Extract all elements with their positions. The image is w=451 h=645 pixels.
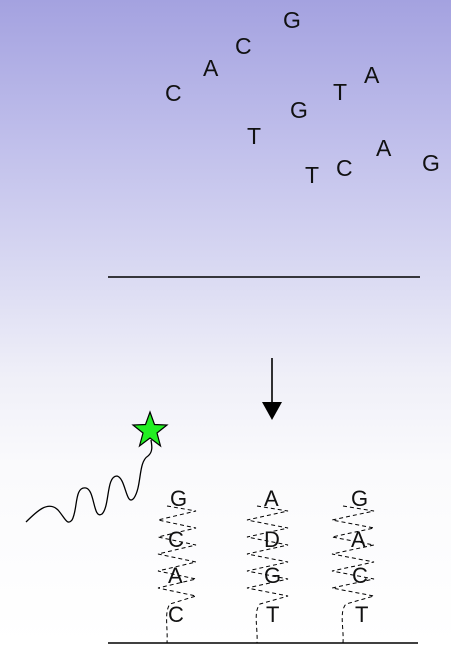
free-base: C	[165, 80, 182, 106]
strand-base: A	[351, 527, 366, 552]
free-base: T	[305, 162, 319, 188]
free-base: C	[336, 155, 353, 181]
strand-base: G	[170, 486, 187, 511]
strand-base: C	[168, 527, 184, 552]
free-base: T	[333, 79, 347, 105]
strand-base: A	[264, 486, 279, 511]
arrow-down-icon	[262, 358, 282, 420]
light-wave	[25, 439, 153, 523]
free-base: C	[235, 33, 252, 59]
free-base: G	[283, 7, 301, 33]
strand-base: A	[168, 563, 183, 588]
free-base: A	[364, 62, 380, 88]
strand-column-2: A D G T	[246, 486, 289, 644]
strand-base: G	[351, 486, 368, 511]
free-base: G	[290, 97, 308, 123]
strand-column-1: G C A C	[157, 486, 198, 644]
free-base: A	[203, 55, 219, 81]
strand-base: D	[264, 527, 280, 552]
free-base: G	[422, 150, 440, 176]
strand-base: C	[352, 563, 368, 588]
free-bases: C A C G G T A T T C A G	[165, 7, 440, 188]
strand-base: C	[168, 602, 184, 627]
strand-column-3: G A C T	[331, 486, 375, 644]
star-icon	[131, 410, 169, 448]
free-base: T	[247, 123, 261, 149]
free-base: A	[376, 135, 392, 161]
strand-base: T	[355, 602, 368, 627]
strand-base: T	[266, 602, 279, 627]
strand-base: G	[264, 563, 281, 588]
